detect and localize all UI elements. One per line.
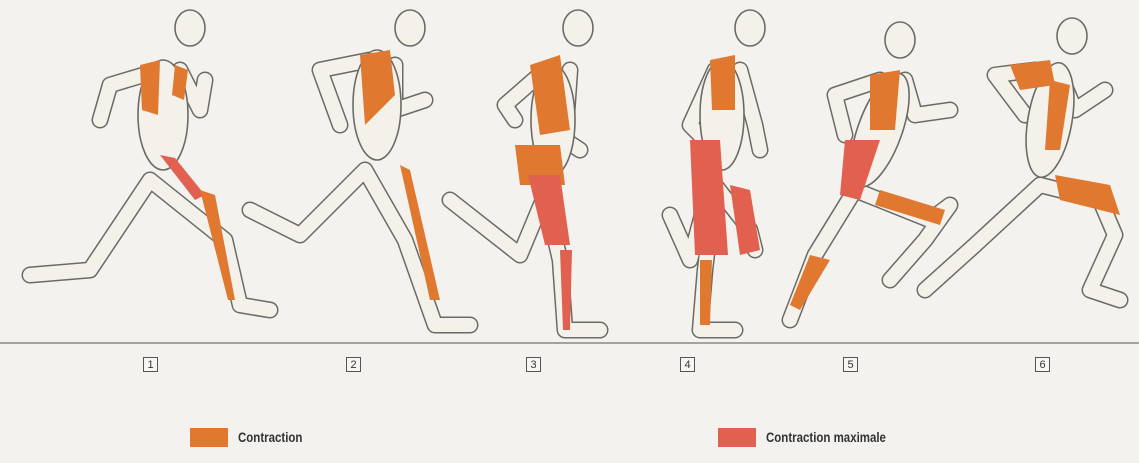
- runner-figure-5: [790, 22, 950, 320]
- phase-label-5: 5: [843, 357, 858, 372]
- phase-label-4: 4: [680, 357, 695, 372]
- phase-label-3: 3: [526, 357, 541, 372]
- runner-figure-6: [925, 18, 1120, 300]
- runner-figure-3: [450, 10, 600, 330]
- runner-figure-2: [250, 10, 470, 325]
- legend-contraction-max: Contraction maximale: [718, 426, 912, 448]
- legend-label-contraction: Contraction: [238, 429, 302, 445]
- phase-label-2: 2: [346, 357, 361, 372]
- phase-label-1: 1: [143, 357, 158, 372]
- legend-swatch-contraction-max: [718, 428, 756, 447]
- legend-contraction: Contraction: [190, 426, 317, 448]
- runner-figure-4: [670, 10, 765, 330]
- legend-swatch-contraction: [190, 428, 228, 447]
- phase-label-6: 6: [1035, 357, 1050, 372]
- legend-label-contraction-max: Contraction maximale: [766, 429, 886, 445]
- runner-figure-1: [30, 10, 270, 310]
